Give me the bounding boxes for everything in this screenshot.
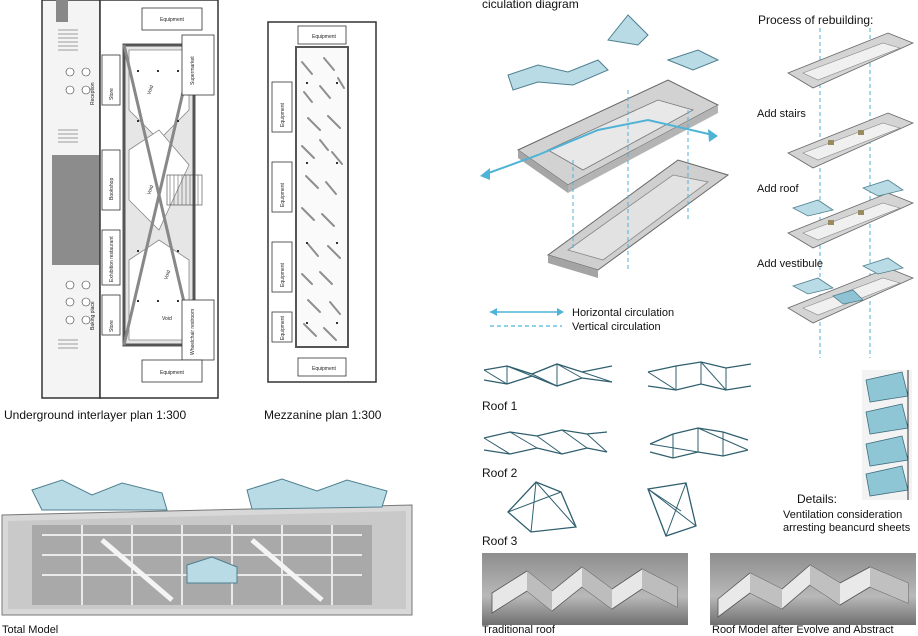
details-line-2: arresting beancurd sheets (783, 522, 911, 534)
room-label-bookshop: Bookshop (109, 178, 115, 200)
mezz-room-label-6: Equipment (312, 366, 337, 372)
underground-plan: Equipment Supermarket Void Store Booksho… (41, 0, 219, 399)
room-label-void-1: Void (146, 84, 155, 95)
underground-plan-caption: Underground interlayer plan 1:300 (4, 408, 187, 422)
room-label-store-2: Store (109, 320, 115, 332)
mezzanine-plan-drawing: Equipment Equipment Equipment Equipment … (267, 21, 377, 383)
rebuilding-steps-drawing (787, 28, 915, 358)
evolved-roof-photo (710, 553, 916, 625)
details-title: Details: (797, 492, 838, 506)
roof1-model-a (483, 363, 613, 387)
mezz-room-label-2: Equipment (280, 102, 286, 127)
room-label-void-4: Void (163, 269, 172, 280)
traditional-roof-photo (482, 553, 688, 625)
circulation-legend-lines (490, 308, 564, 327)
rebuilding-step-add-roof: Add roof (757, 183, 799, 195)
roof1-model-b (647, 361, 752, 391)
traditional-roof-caption: Traditional roof (482, 624, 555, 636)
roof3-model-b (647, 482, 697, 537)
room-label-wheelchair-restroom: Wheelchair restroom (190, 309, 196, 355)
mezzanine-plan-caption: Mezzanine plan 1:300 (264, 408, 382, 422)
roof2-label: Roof 2 (482, 466, 518, 480)
mezz-room-label-1: Equipment (312, 34, 337, 40)
room-label-void-2: Void (146, 184, 155, 195)
room-label-void-3: Void (162, 316, 172, 322)
room-label-equipment-top: Equipment (160, 17, 185, 23)
rebuilding-step-add-vestibule: Add vestibule (757, 258, 824, 270)
total-model-render (1, 478, 413, 616)
roof3-model-a (507, 481, 577, 533)
room-label-exhibition-restaurant: Exhibition restaurant (109, 236, 115, 282)
mezz-room-label-4: Equipment (280, 262, 286, 287)
mezz-room-label-5: Equipment (280, 315, 286, 340)
room-label-reception: Reception (90, 82, 96, 105)
room-label-supermarket: Supermarket (190, 56, 196, 85)
legend-horizontal-circulation: Horizontal circulation (572, 307, 675, 319)
underground-plan-drawing: Equipment Supermarket Void Store Booksho… (41, 0, 219, 399)
room-label-store-1: Store (109, 88, 115, 100)
rebuilding-step-add-stairs: Add stairs (757, 108, 806, 120)
room-label-equipment-bottom: Equipment (160, 370, 185, 376)
roof3-label: Roof 3 (482, 534, 518, 548)
roof1-label: Roof 1 (482, 399, 518, 413)
traditional-roof-photo-model (491, 566, 678, 614)
circulation-diagram-drawing (480, 14, 730, 278)
legend-vertical-circulation: Vertical circulation (572, 321, 661, 333)
mezzanine-plan: Equipment Equipment Equipment Equipment … (267, 21, 377, 383)
roof2-model-a (483, 429, 608, 455)
roof2-model-b (649, 427, 749, 459)
details-ventilation-sheets (862, 370, 912, 500)
mezz-room-label-3: Equipment (280, 182, 286, 207)
room-label-baking-place: Baking place (90, 301, 96, 330)
total-model-caption: Total Model (2, 624, 59, 636)
circulation-title: ciculation diagram (482, 0, 579, 11)
evolved-roof-photo-model (717, 564, 909, 618)
rebuilding-title: Process of rebuilding: (758, 13, 874, 27)
details-line-1: Ventilation consideration (783, 509, 903, 521)
evolved-roof-caption: Roof Model after Evolve and Abstract (712, 624, 894, 636)
